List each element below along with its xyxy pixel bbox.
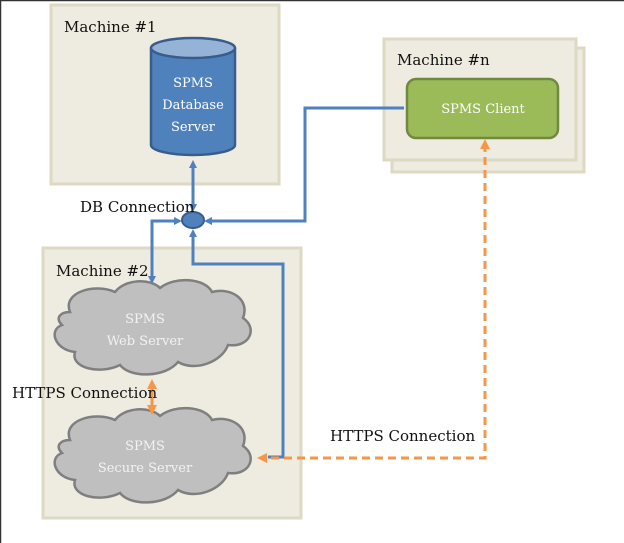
web-server-line2: Web Server — [107, 334, 184, 349]
secure-server-line2: Secure Server — [98, 461, 193, 476]
https-client-label: HTTPS Connection — [330, 427, 475, 445]
spms-client-box — [405, 77, 560, 140]
spms-client-label: SPMS Client — [441, 102, 525, 117]
database-cylinder-icon — [149, 36, 237, 157]
db-connection-label: DB Connection — [80, 198, 195, 216]
db-server-line2: Database — [162, 98, 224, 113]
db-server-line3: Server — [171, 120, 216, 135]
web-server-line1: SPMS — [125, 312, 165, 327]
machine-2: Machine #2 SPMS Web Server SPMS Secure S… — [41, 246, 303, 520]
db-junction-node — [181, 211, 205, 229]
machine-1-label: Machine #1 — [64, 18, 157, 36]
machine-n: Machine #n SPMS Client — [382, 37, 586, 174]
https-internal-label: HTTPS Connection — [12, 384, 157, 402]
secure-server-line1: SPMS — [125, 439, 165, 454]
machine-2-label: Machine #2 — [56, 262, 149, 280]
db-server-line1: SPMS — [173, 76, 213, 91]
web-server-db-line — [148, 217, 182, 284]
client-https-line — [257, 139, 490, 463]
machine-n-label: Machine #n — [397, 51, 490, 69]
machine-1: Machine #1 SPMS Database Server — [49, 3, 281, 186]
web-server-cloud-icon — [53, 278, 252, 376]
